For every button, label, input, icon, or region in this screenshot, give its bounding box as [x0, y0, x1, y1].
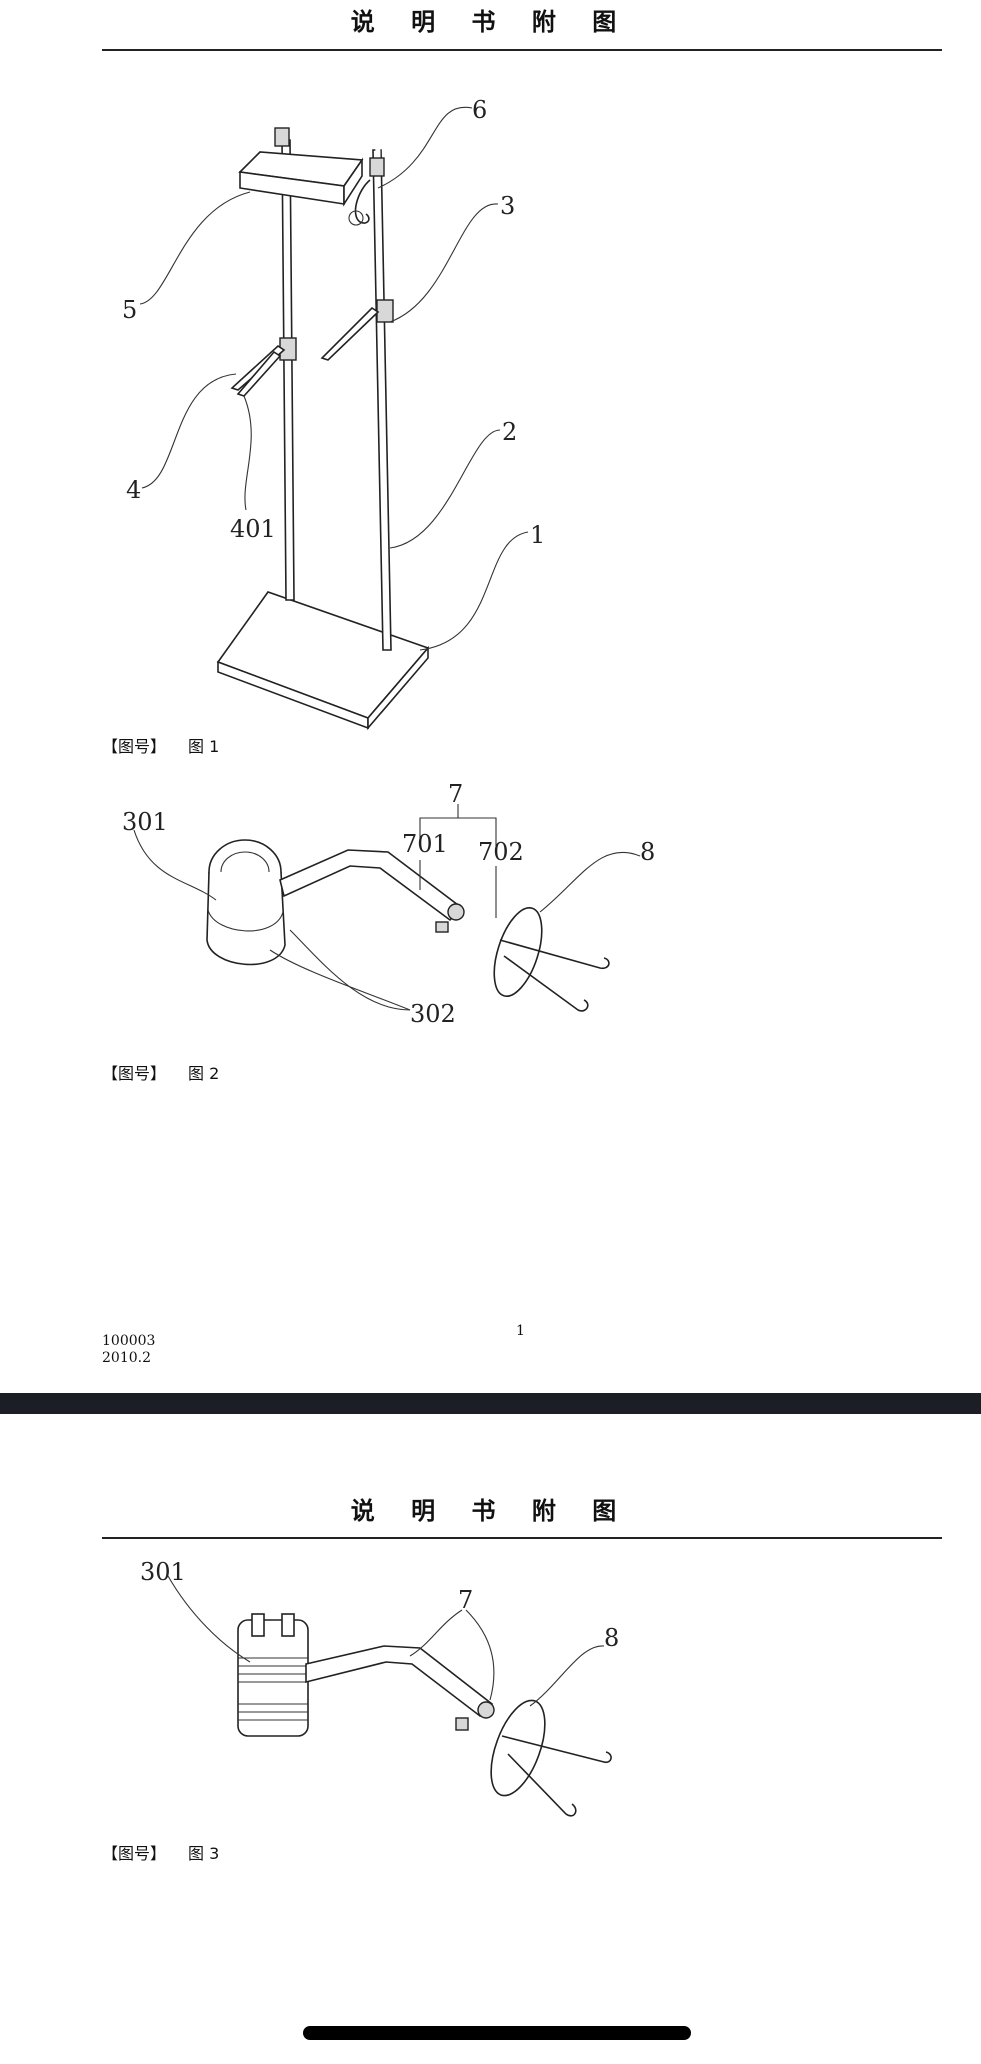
footer-date: 2010.2	[102, 1350, 151, 1366]
figure-3-caption: 【图号】 图 3	[102, 1840, 219, 1864]
figure-2-drawing: 301 7 701 702 8 302	[122, 780, 655, 1028]
arm-7	[279, 849, 464, 922]
label-301: 301	[122, 808, 168, 836]
label-6: 6	[472, 96, 487, 124]
page-title: 说 明 书 附 图	[350, 1497, 631, 1525]
document-page-1: 说 明 书 附 图	[102, 8, 942, 1366]
right-connector	[369, 157, 385, 177]
label-302: 302	[410, 1000, 456, 1028]
thread-lines	[238, 1657, 308, 1721]
castellation-2	[281, 1613, 295, 1637]
hook-6-ring	[348, 210, 364, 226]
leader-8	[539, 851, 641, 913]
caption-bracket: 【图号】	[102, 1844, 167, 1863]
arm-clip	[455, 1717, 469, 1731]
tray-side	[343, 157, 363, 207]
label-2: 2	[502, 418, 517, 446]
label-301: 301	[140, 1558, 186, 1586]
cylinder-band	[207, 909, 284, 932]
threaded-cylinder	[237, 1619, 309, 1737]
label-701: 701	[402, 830, 448, 858]
figure-3-drawing: 301 7 8	[140, 1558, 619, 1817]
left-connector	[274, 127, 290, 147]
leader-302-a	[289, 929, 411, 1011]
page-number: 1	[516, 1323, 525, 1339]
label-401: 401	[230, 515, 276, 543]
caption-figure-name: 图 1	[188, 737, 220, 756]
leader-6	[377, 106, 473, 189]
document-page-2: 说 明 书 附 图 301 7 8 【	[0, 1414, 981, 2064]
arm-clip	[435, 921, 449, 933]
leader-3	[389, 203, 499, 323]
label-7: 7	[448, 780, 463, 808]
leader-301	[133, 829, 217, 901]
prong-lower	[507, 1753, 577, 1817]
leader-7-a	[409, 1609, 463, 1657]
arm-7	[305, 1645, 494, 1718]
figure-2-caption: 【图号】 图 2	[102, 1060, 219, 1084]
label-7: 7	[458, 1586, 473, 1614]
castellation-1	[251, 1613, 265, 1637]
figure-1-drawing: 6 3 5 2 4 401 1	[122, 75, 545, 731]
arm-pivot	[447, 903, 465, 921]
figure-1-caption: 【图号】 图 1	[102, 733, 219, 757]
leader-2	[389, 429, 501, 549]
disk-8	[490, 1699, 546, 1797]
leader-1	[419, 531, 529, 651]
header-rule	[102, 1537, 942, 1539]
leader-5	[139, 191, 251, 305]
page-title: 说 明 书 附 图	[350, 8, 631, 36]
leader-401	[243, 395, 252, 511]
label-8: 8	[640, 838, 655, 866]
prong-lower	[503, 955, 589, 1012]
label-3: 3	[500, 192, 515, 220]
hanger-4-arm-b	[236, 350, 282, 397]
leader-301	[167, 1575, 251, 1663]
header-rule	[102, 49, 942, 51]
label-4: 4	[126, 476, 141, 504]
page-divider	[0, 1393, 981, 1414]
caption-figure-name: 图 3	[188, 1844, 220, 1863]
cylinder-body	[206, 871, 286, 966]
caption-figure-name: 图 2	[188, 1064, 220, 1083]
top-arch-fill	[274, 75, 381, 161]
label-5: 5	[122, 296, 137, 324]
label-8: 8	[604, 1624, 619, 1652]
leader-8	[529, 1645, 605, 1707]
caption-bracket: 【图号】	[102, 737, 167, 756]
prong-upper	[499, 939, 610, 970]
caption-bracket: 【图号】	[102, 1064, 167, 1083]
hook-6	[354, 179, 371, 224]
prong-upper	[501, 1735, 612, 1764]
hanger-3-arm	[320, 306, 380, 361]
leader-4	[141, 373, 237, 489]
label-1: 1	[530, 521, 545, 549]
leader-302-b	[269, 949, 411, 1011]
leader-7-b	[465, 1609, 495, 1701]
home-indicator[interactable]	[303, 2026, 691, 2040]
footer-code: 100003	[102, 1333, 156, 1349]
base-plate-side	[367, 645, 429, 731]
label-702: 702	[478, 838, 524, 866]
arm-pivot	[477, 1701, 495, 1719]
